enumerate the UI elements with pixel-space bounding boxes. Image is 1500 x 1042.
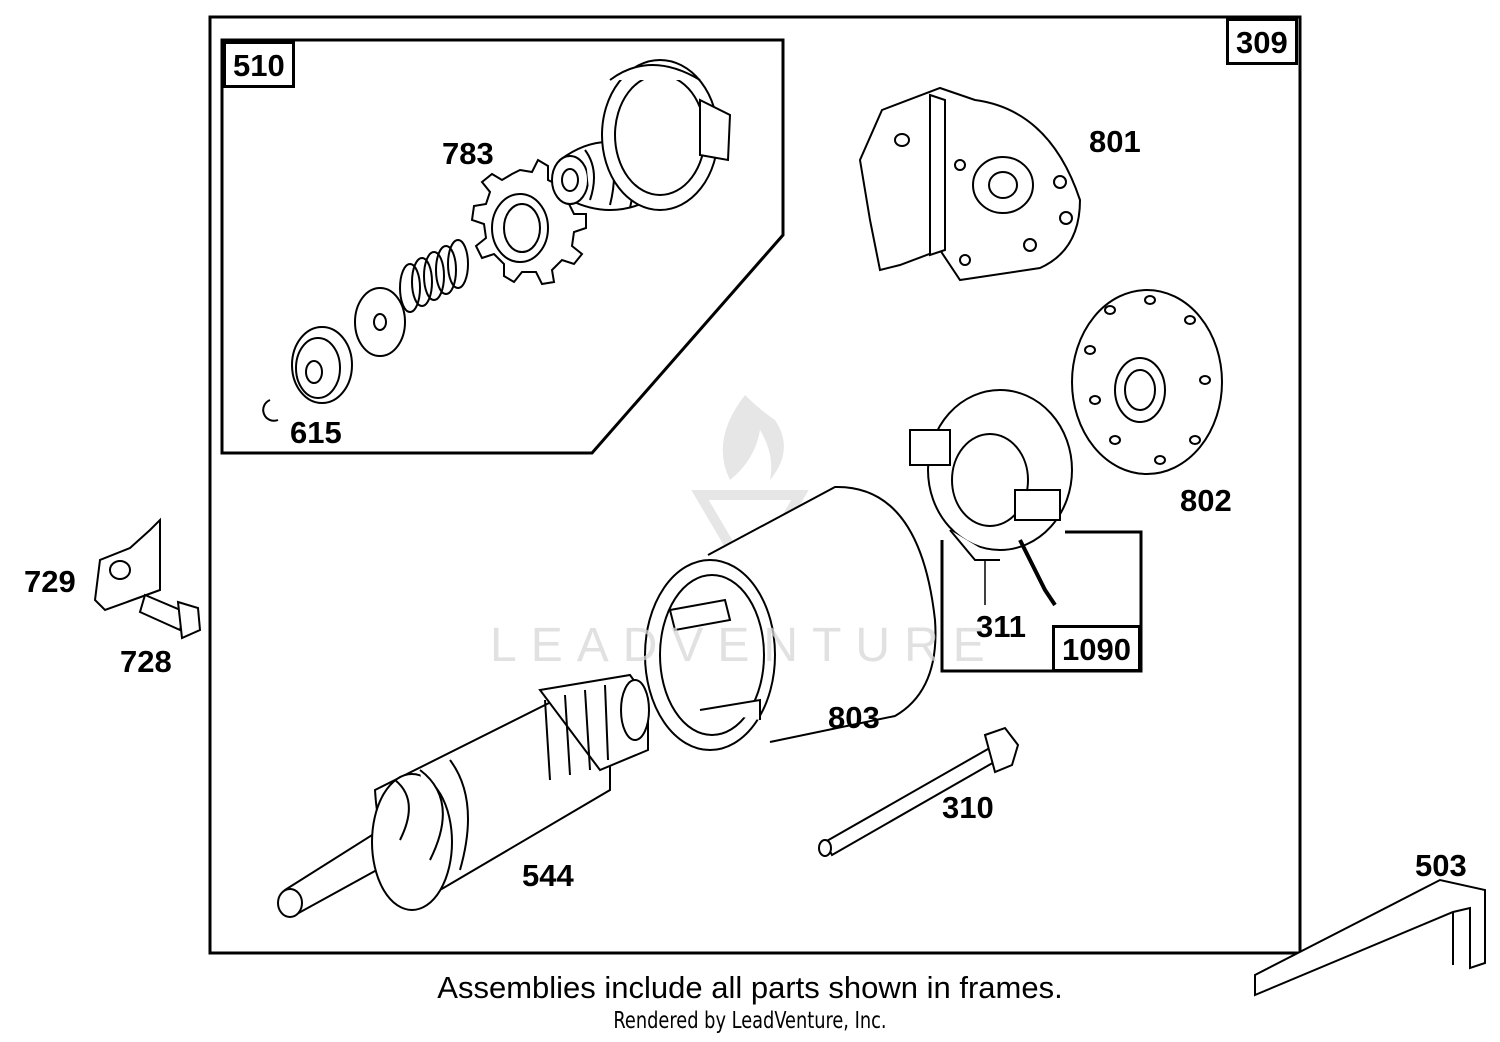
through-bolt-310-icon xyxy=(818,726,1020,857)
collar-icon xyxy=(291,326,353,404)
end-plate-801-icon xyxy=(858,86,1082,282)
part-label-544: 544 xyxy=(522,858,574,893)
part-label-803: 803 xyxy=(828,700,880,735)
field-frame-803-icon xyxy=(644,485,937,751)
washer-icon xyxy=(354,287,406,357)
part-label-311: 311 xyxy=(976,609,1027,644)
watermark-text: LEADVENTURE xyxy=(490,619,999,672)
frame-label-1090: 1090 xyxy=(1052,625,1141,672)
strap-503-icon xyxy=(1254,878,1486,997)
part-label-783: 783 xyxy=(442,136,494,171)
footer-credit: Rendered by LeadVenture, Inc. xyxy=(613,1008,887,1034)
frame-label-510: 510 xyxy=(223,41,295,88)
drive-housing-icon xyxy=(551,59,732,211)
brush-holder-icon xyxy=(909,389,1073,607)
part-label-503: 503 xyxy=(1415,848,1467,883)
part-label-728: 728 xyxy=(120,644,172,679)
brush-plate-802-icon xyxy=(1071,289,1223,475)
part-label-310: 310 xyxy=(942,790,994,825)
frame-510 xyxy=(220,38,785,455)
armature-544-icon xyxy=(277,673,650,918)
part-label-801: 801 xyxy=(1089,124,1141,159)
spring-icon xyxy=(399,239,469,313)
frame-label-309: 309 xyxy=(1226,18,1298,65)
footer-note: Assemblies include all parts shown in fr… xyxy=(437,970,1063,1005)
clip-615-icon xyxy=(262,399,279,422)
part-label-802: 802 xyxy=(1180,483,1232,518)
screw-728-icon xyxy=(138,593,202,640)
part-label-615: 615 xyxy=(290,415,342,450)
frame-1090 xyxy=(940,530,1143,673)
frame-309 xyxy=(208,15,1302,955)
part-label-729: 729 xyxy=(24,564,76,599)
bracket-729-icon xyxy=(93,517,161,612)
